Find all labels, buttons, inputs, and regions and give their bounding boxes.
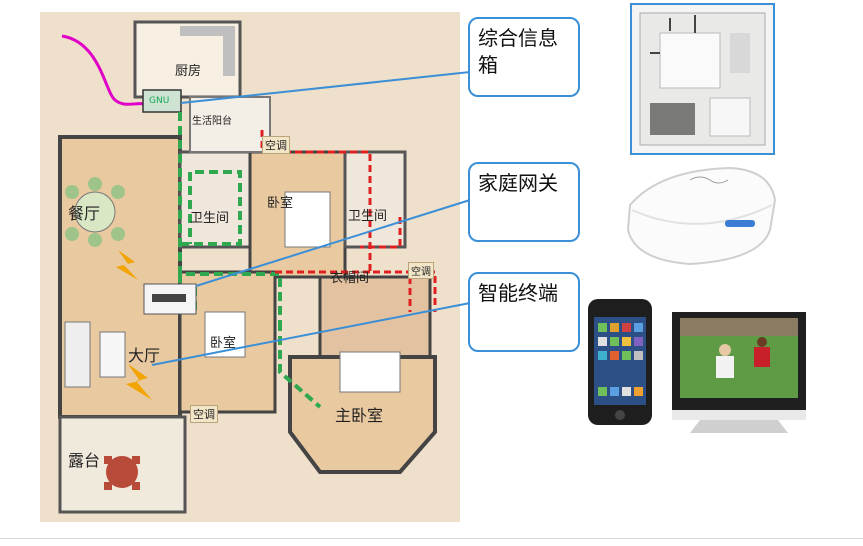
connector-info-box bbox=[180, 71, 471, 104]
tv-image bbox=[672, 312, 806, 433]
room-bedroom-mid: 卧室 bbox=[210, 336, 237, 351]
callout-gateway: 家庭网关 bbox=[468, 162, 580, 242]
room-living: 大厅 bbox=[128, 346, 161, 365]
room-terrace: 露台 bbox=[68, 451, 101, 470]
room-bedroom-top: 卧室 bbox=[267, 196, 294, 211]
room-kitchen: 厨房 bbox=[175, 64, 202, 79]
connector-gateway bbox=[195, 199, 471, 287]
info-box-image bbox=[630, 3, 775, 155]
room-closet: 衣帽间 bbox=[330, 271, 370, 286]
gateway-image bbox=[626, 166, 777, 266]
bottom-divider bbox=[0, 538, 863, 539]
room-master: 主卧室 bbox=[335, 406, 384, 425]
callout-info-box: 综合信息箱 bbox=[468, 17, 580, 97]
room-bath2: 卫生间 bbox=[348, 209, 388, 224]
callout-terminal: 智能终端 bbox=[468, 272, 580, 352]
ac-tag-1: 空调 bbox=[262, 136, 290, 154]
floor-plan: 厨房 生活阳台 餐厅 卫生间 卧室 卫生间 衣帽间 大厅 卧室 主卧室 露台 空… bbox=[40, 12, 460, 522]
ac-tag-2: 空调 bbox=[190, 405, 218, 423]
room-dining: 餐厅 bbox=[68, 204, 101, 223]
floor-plan-drawing bbox=[58, 20, 437, 514]
phone-image bbox=[588, 299, 652, 425]
ac-tag-3: 空调 bbox=[408, 262, 434, 279]
room-bath1: 卫生间 bbox=[190, 211, 230, 226]
room-balcony-service: 生活阳台 bbox=[192, 116, 232, 127]
connector-terminal bbox=[151, 302, 471, 366]
gateway-badge: GNU bbox=[149, 96, 170, 106]
